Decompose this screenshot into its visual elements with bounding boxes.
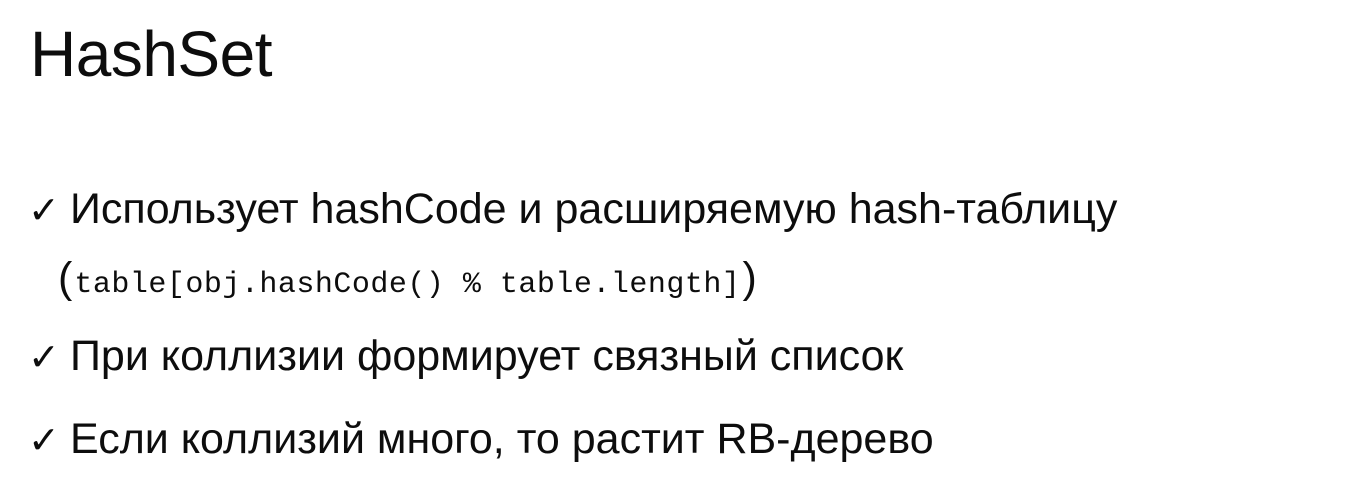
bullet-text: Использует hashCode и расширяемую hash-т… [70, 185, 1118, 233]
check-icon: ✓ [28, 418, 60, 462]
check-icon: ✓ [28, 335, 60, 379]
slide-title: HashSet [30, 18, 272, 90]
bullet-item-rb-tree: ✓ Если коллизий много, то растит RB-дере… [28, 418, 934, 461]
open-paren: ( [58, 254, 73, 302]
bullet-text: Если коллизий много, то растит RB-дерево [70, 415, 934, 463]
bullet-text: При коллизии формирует связный список [70, 332, 904, 380]
check-icon: ✓ [28, 188, 60, 232]
code-example-line: ( table[obj.hashCode() % table.length] ) [58, 254, 757, 303]
code-snippet: table[obj.hashCode() % table.length] [74, 268, 741, 302]
bullet-item-hashcode: ✓ Использует hashCode и расширяемую hash… [28, 188, 1117, 231]
close-paren: ) [742, 254, 757, 302]
bullet-item-collision-list: ✓ При коллизии формирует связный список [28, 335, 903, 378]
